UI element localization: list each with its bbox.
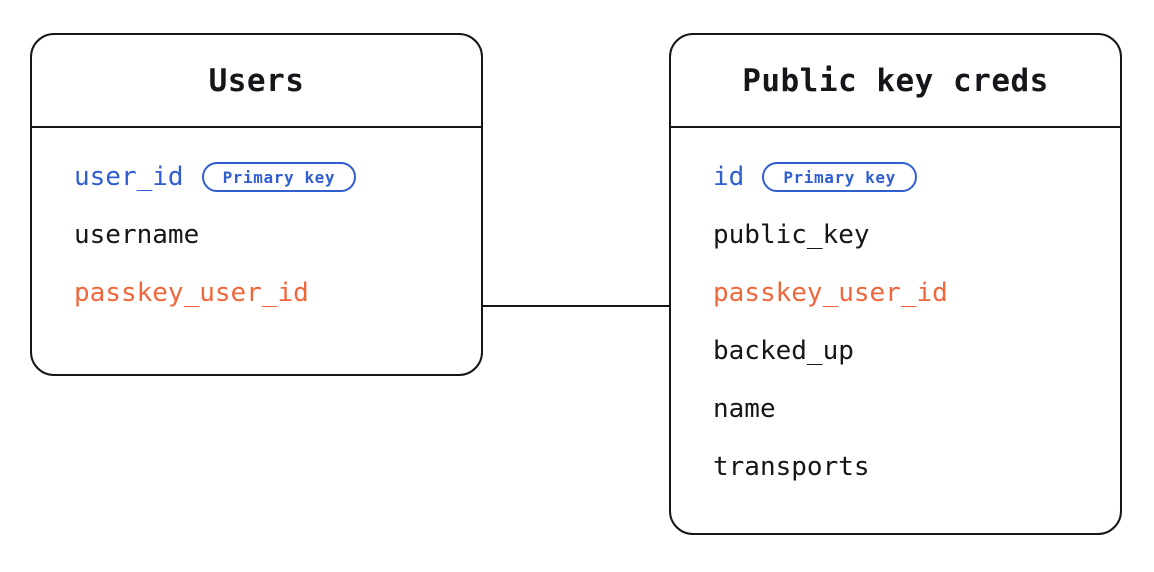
field-row-passkey-user-id[interactable]: passkey_user_id	[32, 264, 481, 322]
field-name-passkey-user-id: passkey_user_id	[74, 278, 309, 308]
field-row-public-key[interactable]: public_key	[671, 206, 1120, 264]
field-name-username: username	[74, 220, 200, 250]
field-row-user-id[interactable]: user_id Primary key	[32, 148, 481, 206]
field-row-name[interactable]: name	[671, 380, 1120, 438]
entity-users-title: Users	[208, 62, 305, 99]
entity-users-header: Users	[32, 35, 481, 128]
entity-public-key-creds-title: Public key creds	[742, 62, 1049, 99]
field-row-id[interactable]: id Primary key	[671, 148, 1120, 206]
field-name-passkey-user-id: passkey_user_id	[713, 278, 948, 308]
relationship-connector-passkey-user-id	[481, 305, 671, 307]
field-row-passkey-user-id[interactable]: passkey_user_id	[671, 264, 1120, 322]
field-name-name: name	[713, 394, 776, 424]
entity-users-field-list: user_id Primary key username passkey_use…	[32, 128, 481, 340]
field-name-id: id	[713, 162, 745, 192]
primary-key-badge: Primary key	[762, 162, 917, 192]
entity-public-key-creds-field-list: id Primary key public_key passkey_user_i…	[671, 128, 1120, 514]
entity-users[interactable]: Users user_id Primary key username passk…	[30, 33, 483, 376]
field-row-transports[interactable]: transports	[671, 438, 1120, 496]
field-name-transports: transports	[713, 452, 870, 482]
field-name-user-id: user_id	[74, 162, 184, 192]
primary-key-badge: Primary key	[201, 162, 357, 192]
field-name-public-key: public_key	[713, 220, 870, 250]
field-name-backed-up: backed_up	[713, 336, 854, 366]
field-row-username[interactable]: username	[32, 206, 481, 264]
entity-public-key-creds[interactable]: Public key creds id Primary key public_k…	[669, 33, 1122, 535]
field-row-backed-up[interactable]: backed_up	[671, 322, 1120, 380]
entity-public-key-creds-header: Public key creds	[671, 35, 1120, 128]
